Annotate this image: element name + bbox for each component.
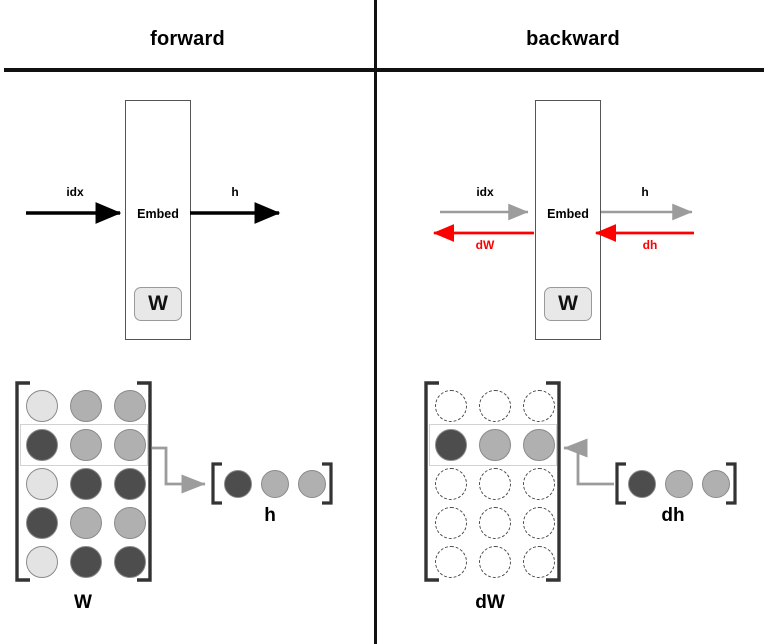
matrix-cell-W-r3c0: [26, 507, 58, 539]
matrix-cell-dW-r1c2: [523, 429, 555, 461]
embed-block-label-forward: Embed: [137, 207, 179, 221]
matrix-cell-W-r1c0: [26, 429, 58, 461]
matrix-cell-dW-r0c0: [435, 390, 467, 422]
matrix-cell-dW-r1c0: [435, 429, 467, 461]
matrix-label-W: W: [74, 592, 92, 613]
embed-param-chip-backward: W: [544, 287, 592, 321]
matrix-cell-W-r4c2: [114, 546, 146, 578]
vector-cell-dh-0: [628, 470, 656, 498]
matrix-cell-W-r3c1: [70, 507, 102, 539]
panel-title-backward: backward: [526, 28, 620, 50]
matrix-label-dW: dW: [475, 592, 505, 613]
vector-cell-h-1: [261, 470, 289, 498]
vector-cell-dh-1: [665, 470, 693, 498]
matrix-cell-W-r2c2: [114, 468, 146, 500]
vector-label-h: h: [264, 505, 276, 526]
vector-label-dh: dh: [661, 505, 685, 526]
matrix-cell-dW-r0c2: [523, 390, 555, 422]
matrix-cell-dW-r1c1: [479, 429, 511, 461]
forward-arrow-label-idx: idx: [66, 185, 84, 199]
connector-dh-to-dw-row: [563, 438, 614, 486]
matrix-cell-W-r3c2: [114, 507, 146, 539]
matrix-cell-dW-r3c1: [479, 507, 511, 539]
matrix-cell-dW-r2c1: [479, 468, 511, 500]
matrix-cell-W-r0c2: [114, 390, 146, 422]
matrix-cell-W-r2c0: [26, 468, 58, 500]
forward-arrow-label-h: h: [231, 185, 239, 199]
panel-divider-vertical: [374, 0, 377, 644]
connector-w-row-to-h: [152, 446, 206, 494]
backward-arrow-label-dW: dW: [475, 238, 495, 252]
matrix-cell-W-r2c1: [70, 468, 102, 500]
matrix-cell-dW-r3c2: [523, 507, 555, 539]
vector-bracket-left-dh: [615, 462, 626, 505]
matrix-cell-dW-r4c0: [435, 546, 467, 578]
matrix-cell-dW-r4c2: [523, 546, 555, 578]
backward-arrow-label-dh: dh: [642, 238, 658, 252]
embed-param-chip-forward: W: [134, 287, 182, 321]
vector-cell-dh-2: [702, 470, 730, 498]
panel-title-forward: forward: [150, 28, 225, 50]
matrix-cell-dW-r2c0: [435, 468, 467, 500]
vector-cell-h-0: [224, 470, 252, 498]
matrix-cell-dW-r4c1: [479, 546, 511, 578]
matrix-cell-dW-r3c0: [435, 507, 467, 539]
matrix-cell-dW-r0c1: [479, 390, 511, 422]
vector-cell-h-2: [298, 470, 326, 498]
header-divider-horizontal: [4, 68, 764, 72]
matrix-cell-W-r1c1: [70, 429, 102, 461]
backward-arrow-label-idx: idx: [476, 185, 494, 199]
matrix-cell-W-r4c0: [26, 546, 58, 578]
embed-block-label-backward: Embed: [547, 207, 589, 221]
matrix-cell-W-r1c2: [114, 429, 146, 461]
vector-bracket-left-h: [211, 462, 222, 505]
backward-arrow-label-h: h: [641, 185, 649, 199]
matrix-cell-dW-r2c2: [523, 468, 555, 500]
matrix-cell-W-r4c1: [70, 546, 102, 578]
matrix-cell-W-r0c0: [26, 390, 58, 422]
matrix-cell-W-r0c1: [70, 390, 102, 422]
